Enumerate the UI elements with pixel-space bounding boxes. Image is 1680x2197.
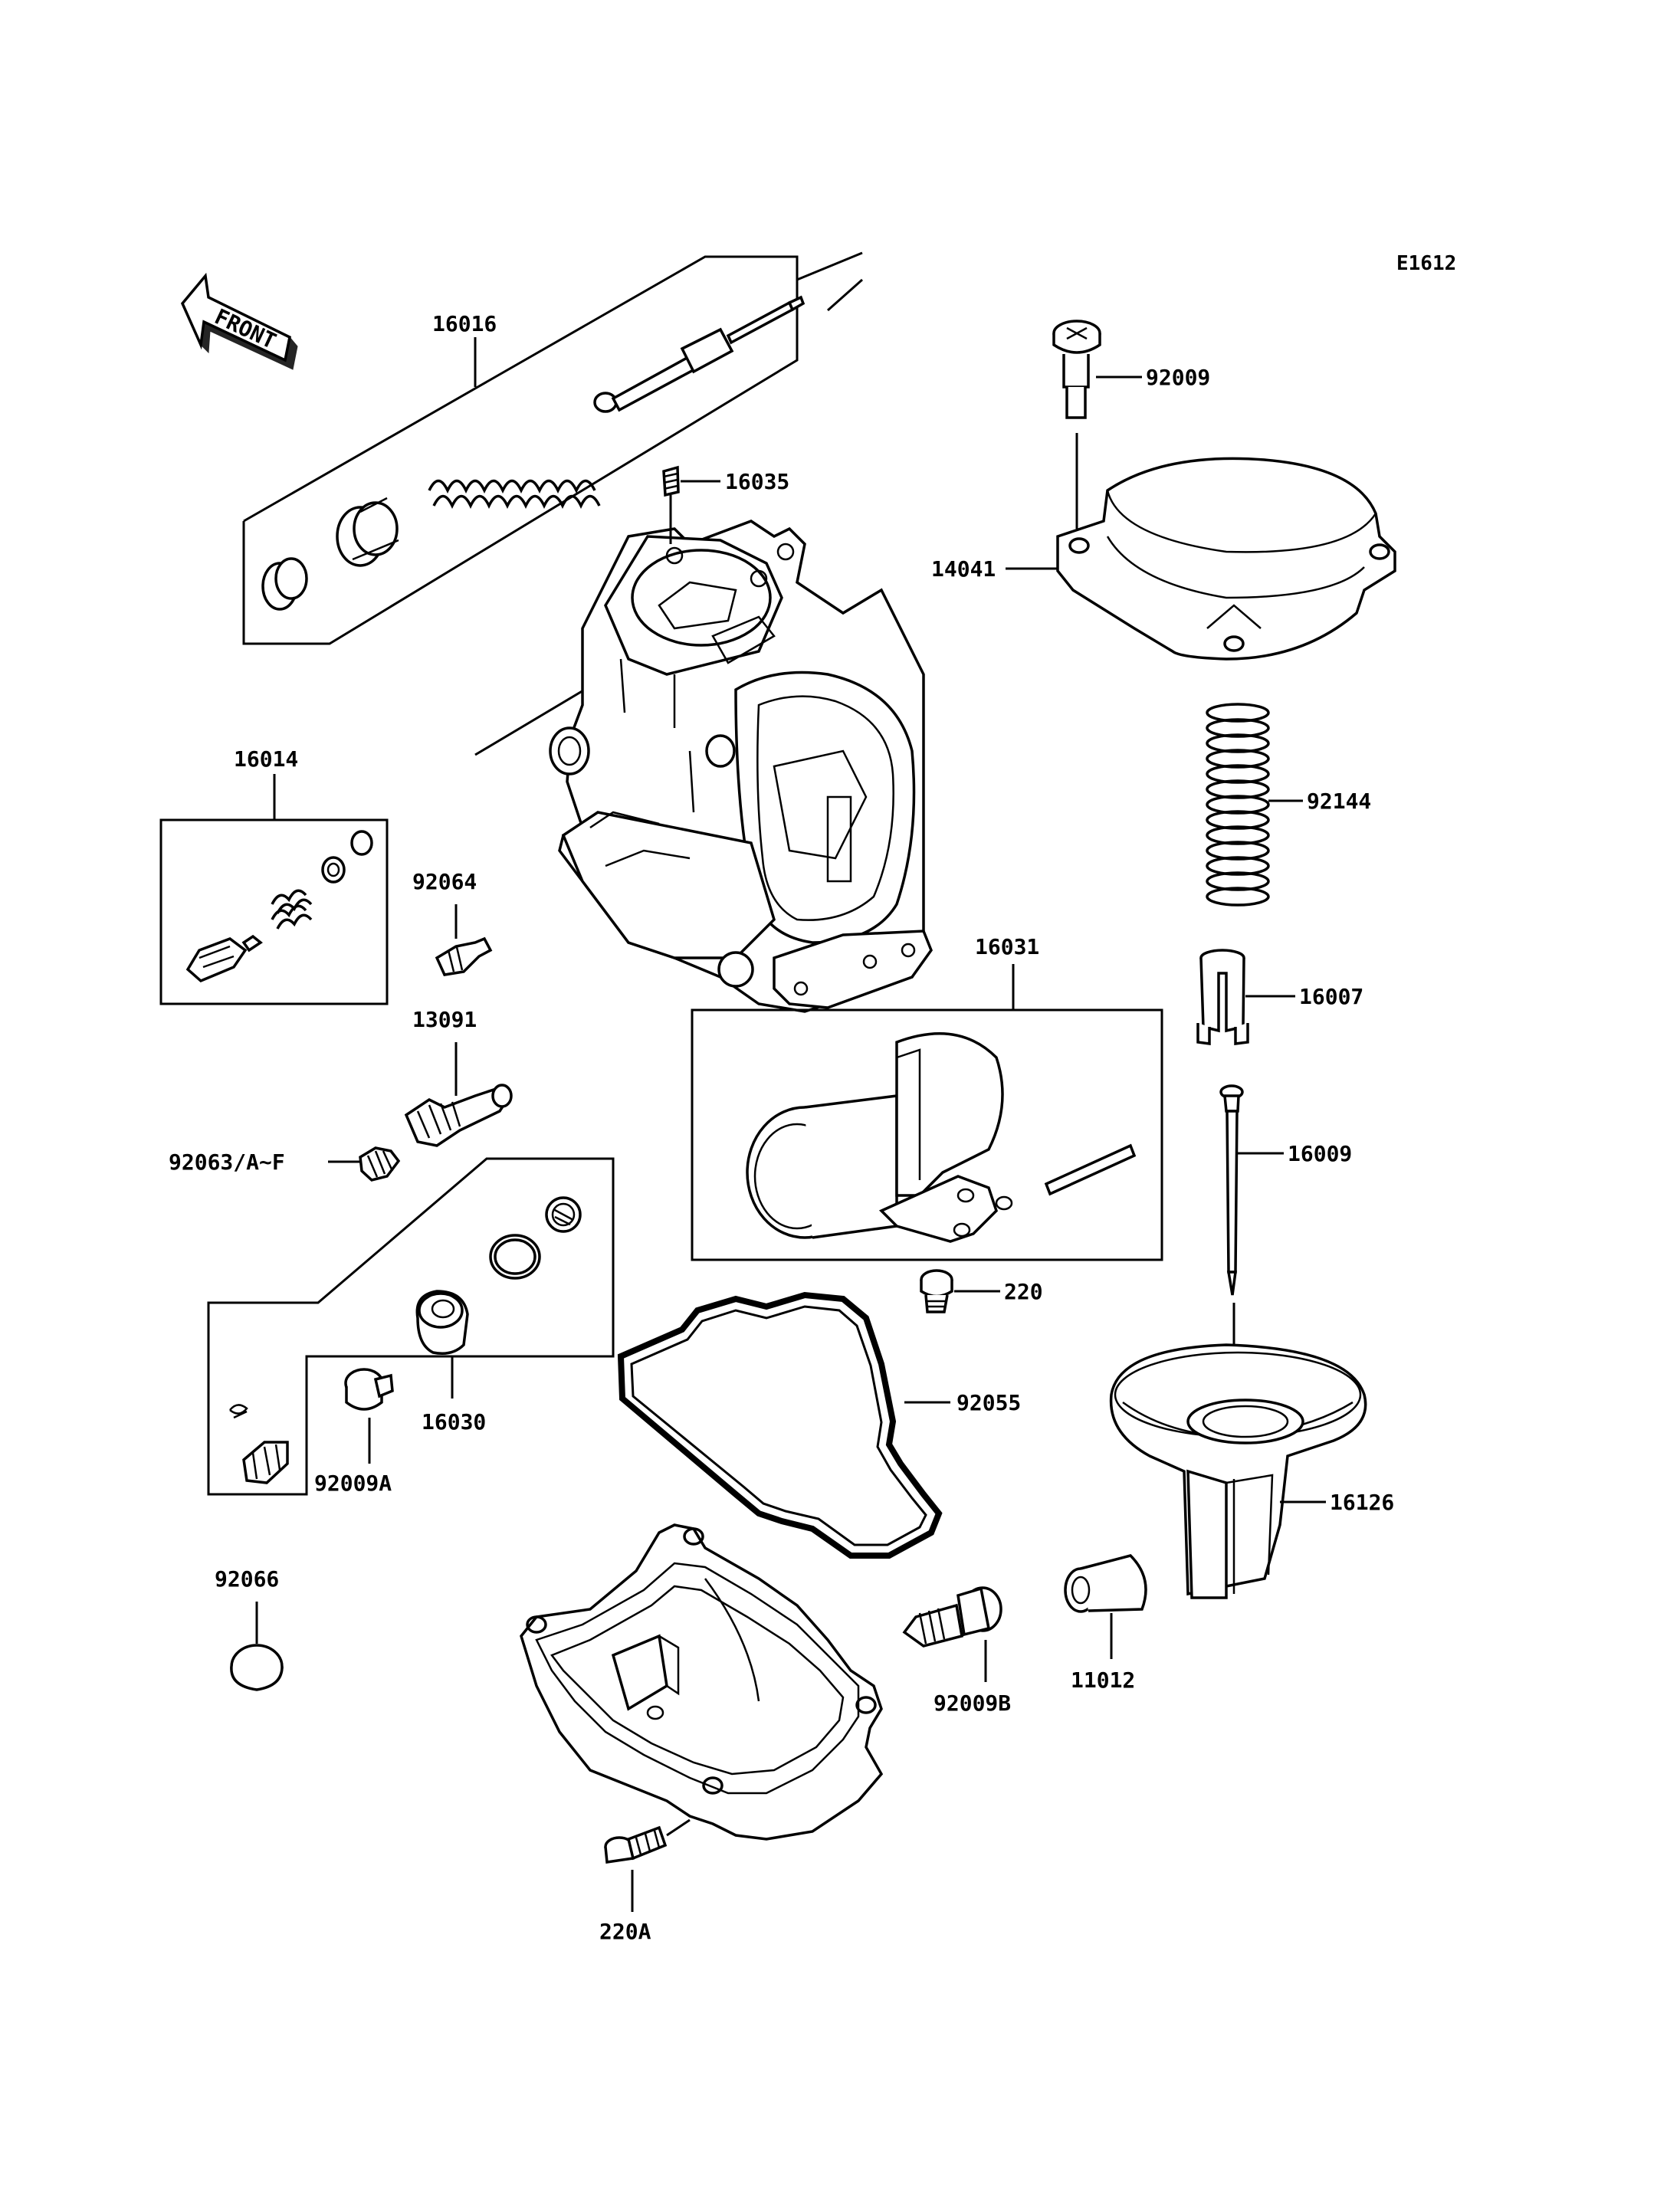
label-16016: 16016 <box>432 311 497 336</box>
label-92009A: 92009A <box>314 1471 392 1496</box>
part-16126 <box>1109 1343 1367 1599</box>
label-16031: 16031 <box>975 934 1039 959</box>
part-16030-group <box>207 1157 615 1496</box>
part-220 <box>920 1269 1000 1313</box>
part-16014-group <box>159 774 389 1005</box>
figure-code: E1612 <box>1396 252 1456 275</box>
part-11012 <box>1064 1554 1147 1659</box>
label-16030: 16030 <box>422 1409 486 1435</box>
label-220: 220 <box>1004 1279 1043 1304</box>
label-16126: 16126 <box>1330 1490 1394 1515</box>
label-92009: 92009 <box>1146 365 1210 390</box>
front-arrow: FRONT <box>180 272 298 370</box>
label-16035: 16035 <box>725 469 789 494</box>
part-16009 <box>1219 1084 1284 1356</box>
label-92055: 92055 <box>956 1390 1021 1415</box>
part-16007 <box>1196 949 1295 1045</box>
label-92066: 92066 <box>215 1566 279 1592</box>
carburetor-body <box>474 520 933 1013</box>
float-bowl <box>520 1523 884 1841</box>
label-220A: 220A <box>599 1919 651 1944</box>
part-16016-group <box>242 251 863 645</box>
label-16007: 16007 <box>1299 984 1363 1009</box>
label-11012: 11012 <box>1071 1667 1135 1693</box>
label-16014: 16014 <box>234 746 298 772</box>
part-92009A <box>344 1368 394 1464</box>
label-14041: 14041 <box>931 556 996 582</box>
label-92063: 92063/A~F <box>169 1149 285 1175</box>
part-220A <box>604 1818 691 1912</box>
label-92064: 92064 <box>412 869 477 894</box>
label-13091: 13091 <box>412 1007 477 1032</box>
part-92009B <box>902 1586 1002 1682</box>
part-16031-group <box>691 964 1163 1261</box>
part-92064 <box>435 904 493 976</box>
part-92055 <box>617 1291 950 1559</box>
label-92144: 92144 <box>1307 789 1371 814</box>
label-16009: 16009 <box>1288 1141 1352 1166</box>
part-92066 <box>230 1602 284 1691</box>
label-92009B: 92009B <box>934 1690 1011 1716</box>
part-92009 <box>1052 320 1142 529</box>
part-13091 <box>404 1042 513 1147</box>
part-92063 <box>328 1146 401 1182</box>
part-92144 <box>1206 703 1303 907</box>
part-16035 <box>662 465 720 544</box>
part-14041 <box>1006 457 1396 661</box>
